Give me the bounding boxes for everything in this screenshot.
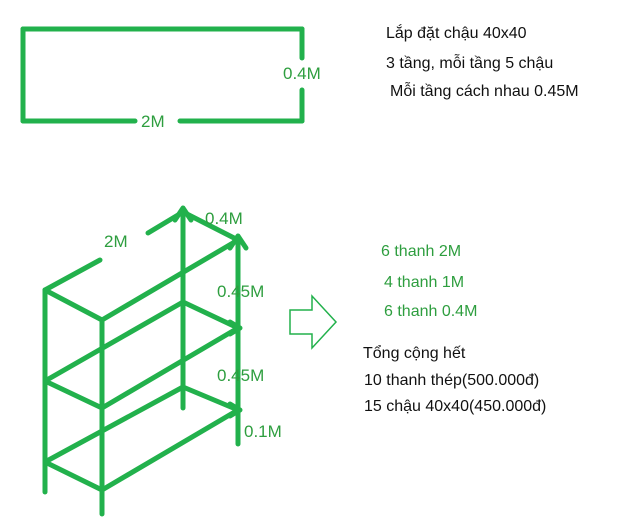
shelf-3-side-front [42,459,105,493]
gap-middle-label: 0.45M [217,366,265,385]
shelf-1-long-left-a [42,257,103,293]
shelf-1-side-front [42,287,105,323]
back-left-post-arrow-icon [172,205,194,223]
leg-height-label: 0.1M [244,422,282,441]
frame-length-label: 2M [104,232,128,251]
cut-list-item: 6 thanh 2M [381,243,462,260]
shelf-2-end-arrow-icon [227,319,243,337]
shelf-1-side-back [180,209,241,243]
shelf-2-long-left [42,299,186,384]
shelf-2-long-right [99,325,241,411]
right-arrow-outline-icon [289,294,338,350]
top-view-outline [20,26,305,124]
summary-line-steel: 10 thanh thép(500.000đ) [364,372,540,389]
shelf-3-long-left [42,384,186,465]
cut-list-item: 4 thanh 1M [384,274,465,291]
shelf-3-long-right [99,407,241,493]
shelf-1-long-right [99,237,241,323]
note-line-3: Mỗi tầng cách nhau 0.45M [390,83,579,100]
summary-line-pots: 15 chậu 40x40(450.000đ) [364,398,547,415]
shelf-3-end-arrow-icon [227,401,243,419]
cut-list-item: 6 thanh 0.4M [384,303,478,320]
frame-depth-label: 0.4M [205,209,243,228]
shelf-frame [42,205,249,517]
back-right-post-arrow-icon [227,233,249,251]
top-view-width-label: 2M [141,112,165,131]
note-line-2: 3 tầng, mỗi tầng 5 chậu [386,55,554,72]
gap-top-label: 0.45M [217,282,265,301]
summary-heading: Tổng cộng hết [363,345,466,362]
shelf-2-side-front [42,378,105,411]
note-line-1: Lắp đặt chậu 40x40 [386,25,527,42]
top-view-depth-label: 0.4M [283,64,321,83]
